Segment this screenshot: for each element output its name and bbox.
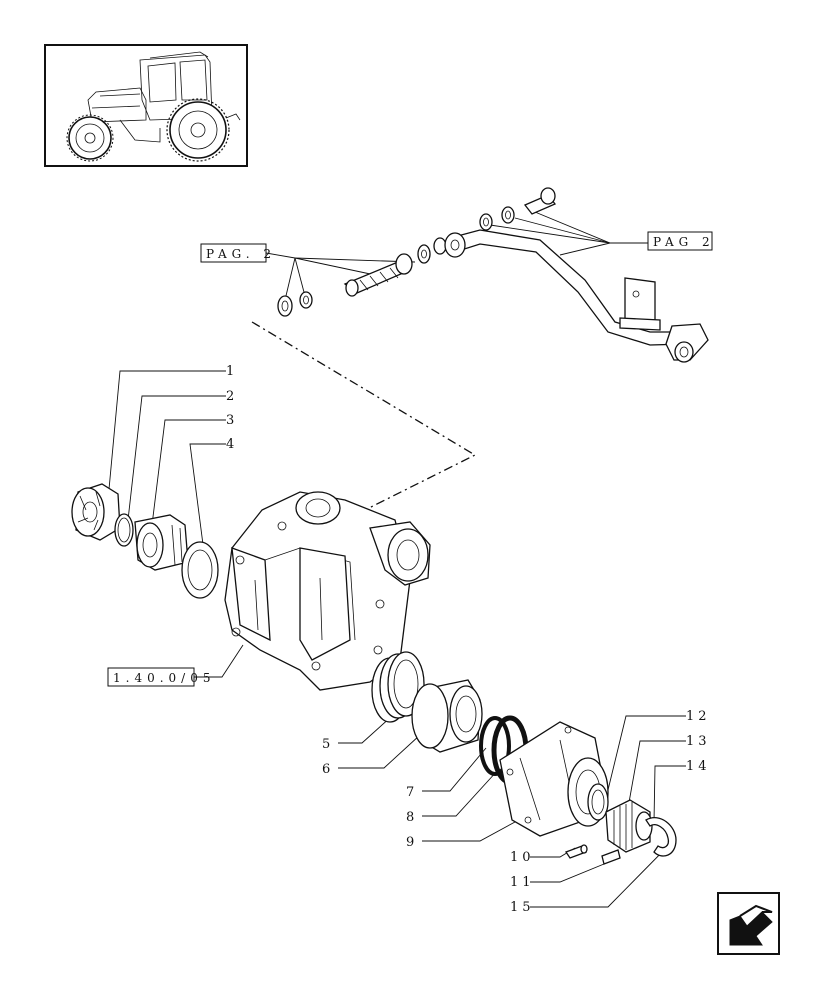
ref-label-top-left: PAG. 2 (206, 247, 276, 261)
tractor-thumbnail-icon[interactable] (44, 44, 248, 167)
callout-9: 9 (406, 835, 418, 850)
parts-10-15 (530, 715, 686, 908)
callout-4: 4 (226, 437, 238, 452)
callout-10: 10 (510, 850, 535, 865)
callout-3: 3 (226, 413, 238, 428)
ref-box-top-right[interactable] (647, 231, 713, 251)
callout-14: 14 (686, 759, 711, 774)
callout-2: 2 (226, 389, 238, 404)
callout-6: 6 (322, 762, 334, 777)
upper-linkage-assembly (265, 187, 709, 363)
connection-line (251, 321, 477, 521)
callout-5: 5 (322, 737, 334, 752)
callout-7: 7 (406, 785, 418, 800)
callout-1: 1 (226, 364, 238, 379)
callout-15: 15 (510, 900, 535, 915)
callout-11: 11 (510, 875, 535, 890)
parts-1-4 (71, 370, 226, 599)
parts-5-9 (338, 651, 609, 842)
callout-8: 8 (406, 810, 418, 825)
callout-12: 12 (686, 709, 711, 724)
callout-13: 13 (686, 734, 711, 749)
arrow-back-icon[interactable] (717, 892, 780, 955)
ref-label-top-right: PAG 2 (653, 235, 715, 249)
ref-label-housing: 1.40.0/05 (113, 671, 215, 685)
main-housing (194, 491, 431, 691)
